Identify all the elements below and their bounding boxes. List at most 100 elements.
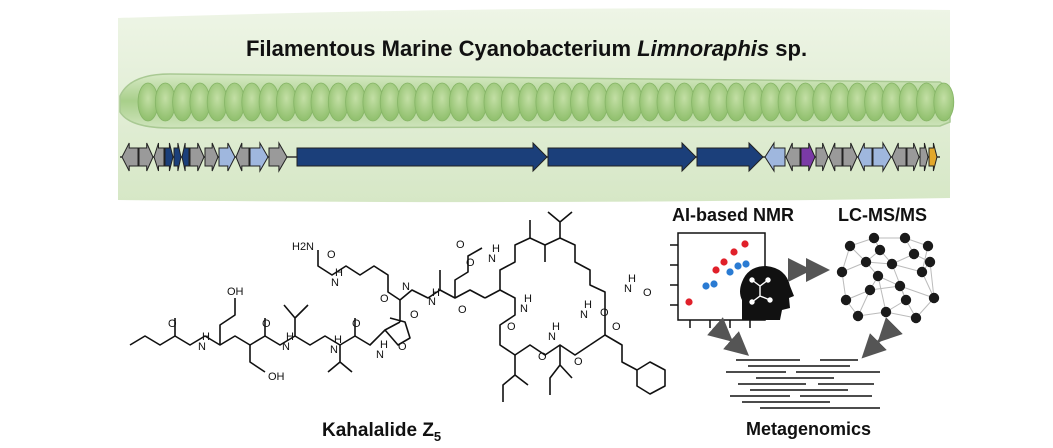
network-node bbox=[844, 240, 856, 252]
atom-label: H bbox=[628, 273, 636, 285]
network-node bbox=[872, 270, 884, 282]
network-node bbox=[886, 258, 898, 270]
atom-label: O bbox=[327, 249, 336, 261]
atom-label: O bbox=[507, 321, 516, 333]
gene-arrow bbox=[173, 142, 182, 172]
nmr-dot bbox=[685, 298, 693, 306]
gene-arrow bbox=[800, 142, 816, 172]
atom-label: O bbox=[574, 356, 583, 368]
atom-label: OH bbox=[268, 371, 285, 383]
atom-label: O bbox=[458, 304, 467, 316]
atom-label: N bbox=[198, 341, 206, 353]
atom-label: O bbox=[538, 351, 547, 363]
network-node bbox=[852, 310, 864, 322]
gene-arrow bbox=[164, 142, 174, 172]
network-node bbox=[880, 306, 892, 318]
nmr-dot bbox=[702, 282, 710, 290]
network-node bbox=[874, 244, 886, 256]
gene-arrow bbox=[842, 142, 858, 172]
gene-arrow bbox=[928, 142, 938, 172]
gene-arrow bbox=[906, 142, 920, 172]
nmr-dot bbox=[730, 248, 738, 256]
gene-cluster bbox=[120, 141, 940, 173]
atom-label: N bbox=[331, 277, 339, 289]
network-node bbox=[910, 312, 922, 324]
lcms-label: LC-MS/MS bbox=[838, 205, 927, 225]
gene-arrow bbox=[919, 142, 929, 172]
gene-arrow bbox=[138, 142, 154, 172]
gene-arrow bbox=[785, 142, 801, 172]
atom-label: N bbox=[330, 344, 338, 356]
network-edge bbox=[929, 261, 935, 299]
gene-arrow bbox=[891, 142, 907, 172]
atom-label: H bbox=[584, 299, 592, 311]
atom-label: N bbox=[548, 331, 556, 343]
nmr-dot bbox=[726, 268, 734, 276]
gene-arrow bbox=[181, 142, 190, 172]
atom-label: N bbox=[580, 309, 588, 321]
gene-arrow bbox=[204, 142, 219, 172]
metagenomic-reads bbox=[726, 359, 880, 409]
atom-label: O bbox=[456, 239, 465, 251]
atom-label: O bbox=[410, 309, 419, 321]
atom-label: N bbox=[488, 253, 496, 265]
atom-label: OH bbox=[227, 286, 244, 298]
atom-label: O bbox=[398, 341, 407, 353]
gene-arrow bbox=[872, 141, 892, 173]
filament bbox=[119, 73, 955, 129]
atom-label: H2N bbox=[292, 241, 314, 253]
gene-arrow bbox=[547, 141, 697, 173]
gene-arrow bbox=[296, 141, 548, 173]
atom-label: H bbox=[286, 331, 294, 343]
atom-label: O bbox=[600, 307, 609, 319]
network-node bbox=[836, 266, 848, 278]
network-node bbox=[860, 256, 872, 268]
network-node bbox=[899, 232, 911, 244]
atom-label: O bbox=[466, 257, 475, 269]
compound-label: Kahalalide Z5 bbox=[322, 420, 442, 444]
atom-label: H bbox=[380, 339, 388, 351]
atom-label: H bbox=[552, 321, 560, 333]
atom-label: N bbox=[624, 283, 632, 295]
molecular-network bbox=[836, 232, 940, 324]
network-node bbox=[916, 266, 928, 278]
atom-label: H bbox=[432, 287, 440, 299]
nmr-dot bbox=[710, 280, 718, 288]
network-node bbox=[928, 292, 940, 304]
gene-arrow bbox=[121, 142, 139, 172]
atom-label: N bbox=[376, 349, 384, 361]
network-node bbox=[908, 248, 920, 260]
atom-label: H bbox=[202, 331, 210, 343]
gene-arrow bbox=[828, 142, 843, 172]
gene-arrow bbox=[696, 141, 764, 173]
ai-head-icon bbox=[740, 266, 794, 320]
nmr-dot bbox=[712, 266, 720, 274]
kahalalide-structure bbox=[129, 211, 666, 402]
network-node bbox=[840, 294, 852, 306]
gene-arrow bbox=[764, 141, 786, 173]
gene-arrow bbox=[857, 142, 873, 172]
nmr-label: AI-based NMR bbox=[672, 205, 795, 225]
network-node bbox=[924, 256, 936, 268]
atom-label: O bbox=[168, 318, 177, 330]
network-edge bbox=[899, 285, 935, 299]
atom-label: N bbox=[520, 303, 528, 315]
atom-label: H bbox=[334, 334, 342, 346]
gene-arrow bbox=[153, 142, 165, 172]
atom-label: N bbox=[428, 296, 436, 308]
double-arrow-icon bbox=[707, 258, 903, 359]
gene-arrow bbox=[189, 142, 205, 172]
gene-arrow bbox=[249, 141, 269, 173]
atom-label: N bbox=[282, 341, 290, 353]
gene-arrow bbox=[218, 142, 236, 172]
atom-label: O bbox=[380, 293, 389, 305]
network-node bbox=[868, 232, 880, 244]
nmr-dot bbox=[734, 262, 742, 270]
atom-label: H bbox=[492, 243, 500, 255]
gene-arrow bbox=[815, 142, 829, 172]
network-node bbox=[922, 240, 934, 252]
atom-label: H bbox=[335, 267, 343, 279]
atom-label: O bbox=[612, 321, 621, 333]
